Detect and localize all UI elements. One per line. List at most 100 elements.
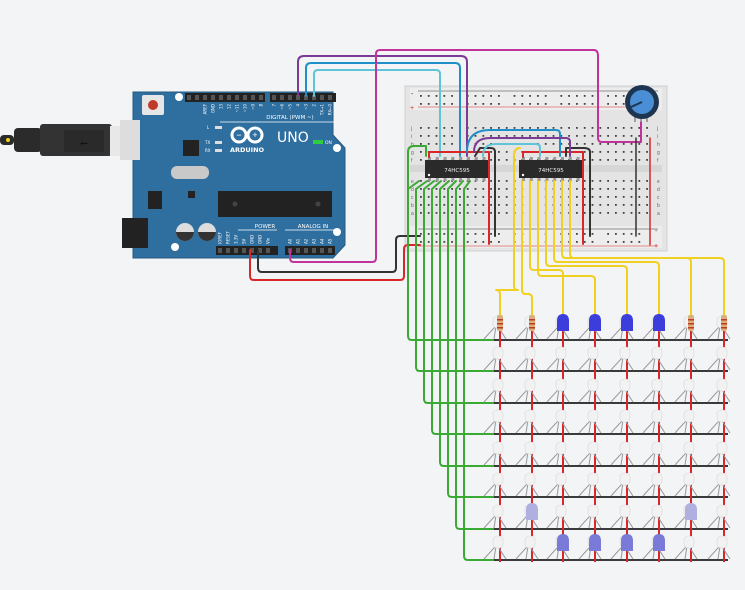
terminal-hole[interactable] xyxy=(443,143,446,145)
terminal-hole[interactable] xyxy=(420,204,422,206)
wire-potentiometer[interactable] xyxy=(289,49,642,263)
matrix-led[interactable] xyxy=(642,534,666,560)
terminal-hole[interactable] xyxy=(638,151,641,153)
analog-pin[interactable] xyxy=(296,248,300,253)
rail-hole[interactable] xyxy=(466,233,469,235)
terminal-hole[interactable] xyxy=(599,127,602,129)
rail-hole[interactable] xyxy=(537,95,539,97)
matrix-led[interactable] xyxy=(546,472,570,497)
terminal-hole[interactable] xyxy=(576,188,578,190)
terminal-hole[interactable] xyxy=(599,196,602,198)
rail-hole[interactable] xyxy=(498,241,500,243)
shift-register-1[interactable]: 74HC595 xyxy=(425,157,489,181)
terminal-hole[interactable] xyxy=(451,188,453,190)
terminal-hole[interactable] xyxy=(615,159,617,161)
rail-hole[interactable] xyxy=(630,233,633,235)
matrix-led[interactable] xyxy=(707,504,731,529)
terminal-hole[interactable] xyxy=(420,180,422,182)
matrix-led[interactable] xyxy=(707,535,731,560)
rail-hole[interactable] xyxy=(622,241,625,243)
terminal-hole[interactable] xyxy=(420,135,422,137)
matrix-led[interactable] xyxy=(483,535,507,560)
rail-hole[interactable] xyxy=(474,241,477,243)
terminal-hole[interactable] xyxy=(498,151,500,153)
rail-hole[interactable] xyxy=(490,241,492,243)
matrix-led[interactable] xyxy=(546,314,570,340)
rail-hole[interactable] xyxy=(513,103,516,105)
header-pin[interactable] xyxy=(304,95,308,100)
terminal-hole[interactable] xyxy=(599,188,602,190)
terminal-hole[interactable] xyxy=(466,188,469,190)
matrix-led[interactable] xyxy=(578,378,602,403)
header-pin[interactable] xyxy=(328,95,332,100)
terminal-hole[interactable] xyxy=(622,127,625,129)
wire-row-5[interactable] xyxy=(447,180,495,498)
header-pin[interactable] xyxy=(251,95,255,100)
rail-hole[interactable] xyxy=(451,103,453,105)
terminal-hole[interactable] xyxy=(490,159,492,161)
terminal-hole[interactable] xyxy=(435,196,438,198)
header-pin[interactable] xyxy=(211,95,215,100)
terminal-hole[interactable] xyxy=(630,196,633,198)
terminal-hole[interactable] xyxy=(630,135,633,137)
terminal-hole[interactable] xyxy=(583,196,586,198)
terminal-hole[interactable] xyxy=(427,127,430,129)
terminal-hole[interactable] xyxy=(630,159,633,161)
terminal-hole[interactable] xyxy=(591,212,594,214)
terminal-hole[interactable] xyxy=(560,127,563,129)
terminal-hole[interactable] xyxy=(552,135,555,137)
terminal-hole[interactable] xyxy=(443,127,446,129)
terminal-hole[interactable] xyxy=(630,180,633,182)
terminal-hole[interactable] xyxy=(638,180,641,182)
terminal-hole[interactable] xyxy=(560,143,563,145)
terminal-hole[interactable] xyxy=(466,204,469,206)
rail-hole[interactable] xyxy=(568,103,570,105)
terminal-hole[interactable] xyxy=(490,127,492,129)
terminal-hole[interactable] xyxy=(615,204,617,206)
wire-row-0[interactable] xyxy=(407,180,495,341)
terminal-hole[interactable] xyxy=(443,135,446,137)
shift-register-2[interactable]: 74HC595 xyxy=(519,157,583,181)
rail-hole[interactable] xyxy=(482,95,485,97)
rail-hole[interactable] xyxy=(435,103,438,105)
terminal-hole[interactable] xyxy=(576,135,578,137)
terminal-hole[interactable] xyxy=(420,212,422,214)
matrix-led[interactable] xyxy=(674,503,698,529)
matrix-led[interactable] xyxy=(707,409,731,434)
terminal-hole[interactable] xyxy=(505,188,508,190)
power-pin[interactable] xyxy=(226,248,230,253)
wire-green-loop[interactable] xyxy=(407,145,427,237)
header-pin[interactable] xyxy=(203,95,207,100)
terminal-hole[interactable] xyxy=(622,143,625,145)
terminal-hole[interactable] xyxy=(451,135,453,137)
rail-hole[interactable] xyxy=(622,103,625,105)
rail-hole[interactable] xyxy=(615,233,617,235)
terminal-hole[interactable] xyxy=(466,212,469,214)
rail-hole[interactable] xyxy=(591,103,594,105)
rail-hole[interactable] xyxy=(490,233,492,235)
matrix-led[interactable] xyxy=(483,346,507,371)
rail-hole[interactable] xyxy=(498,233,500,235)
terminal-hole[interactable] xyxy=(638,135,641,137)
rail-hole[interactable] xyxy=(537,103,539,105)
terminal-hole[interactable] xyxy=(607,143,609,145)
terminal-hole[interactable] xyxy=(435,188,438,190)
wire-gnd-chip1[interactable] xyxy=(474,147,496,237)
matrix-led[interactable] xyxy=(483,441,507,466)
rail-hole[interactable] xyxy=(498,95,500,97)
analog-pin[interactable] xyxy=(312,248,316,253)
terminal-hole[interactable] xyxy=(474,127,477,129)
terminal-hole[interactable] xyxy=(451,204,453,206)
header-pin[interactable] xyxy=(272,95,276,100)
terminal-hole[interactable] xyxy=(552,143,555,145)
terminal-hole[interactable] xyxy=(498,196,500,198)
rail-hole[interactable] xyxy=(583,233,586,235)
matrix-led[interactable] xyxy=(515,472,539,497)
power-pin[interactable] xyxy=(266,248,270,253)
rail-hole[interactable] xyxy=(521,95,524,97)
wire-col-5[interactable] xyxy=(553,180,660,321)
rail-hole[interactable] xyxy=(466,241,469,243)
rail-hole[interactable] xyxy=(591,95,594,97)
terminal-hole[interactable] xyxy=(599,135,602,137)
terminal-hole[interactable] xyxy=(607,196,609,198)
